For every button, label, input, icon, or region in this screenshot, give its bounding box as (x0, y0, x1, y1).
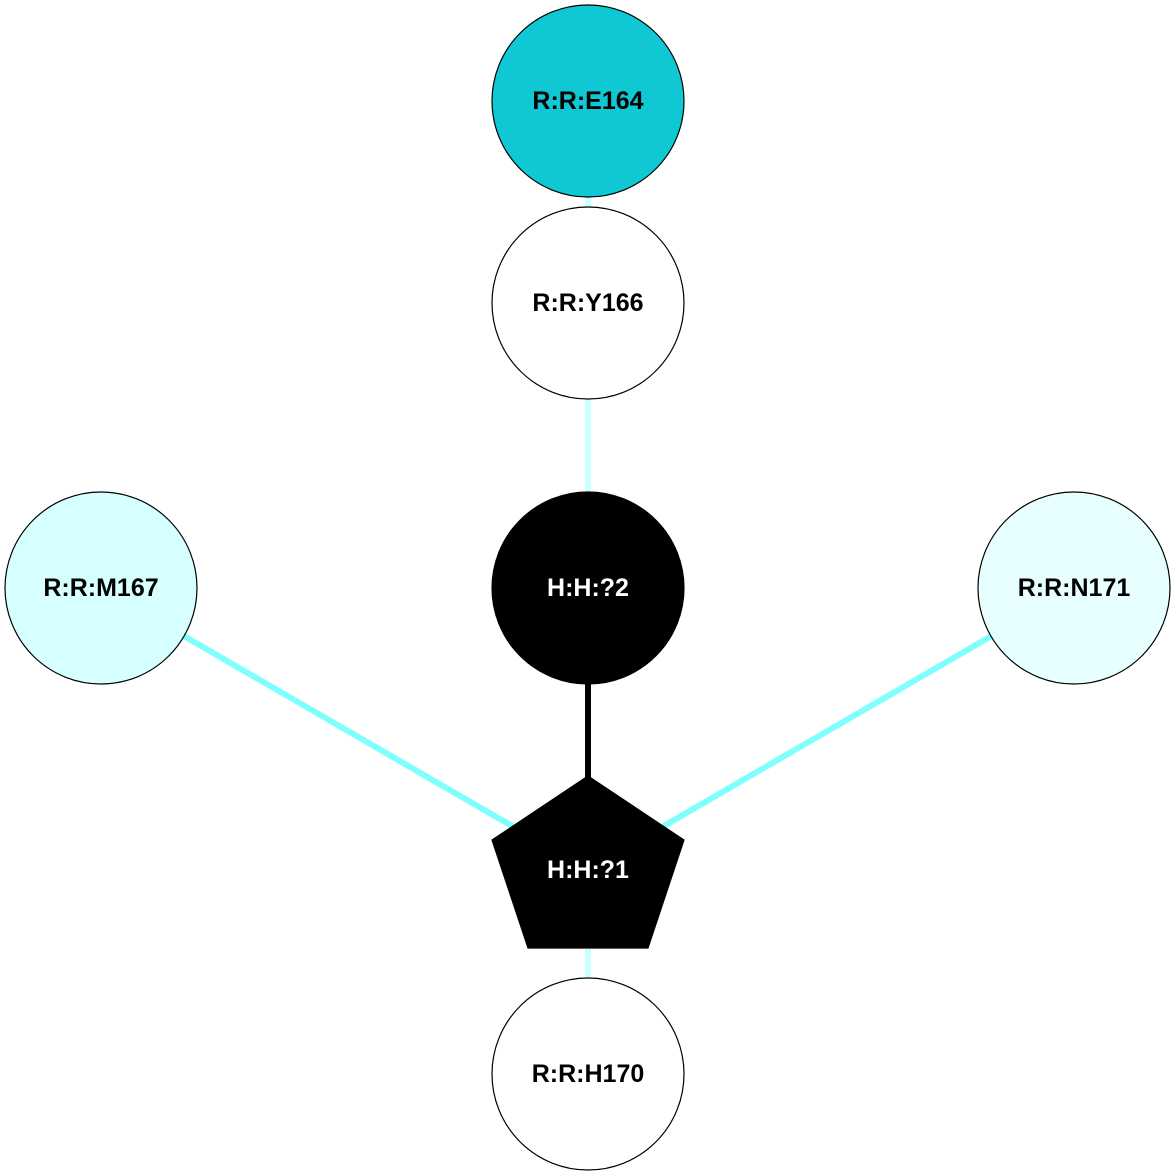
node-m167-shape (4, 491, 198, 685)
node-n171-label: R:R:N171 (1018, 574, 1131, 602)
node-m167-label: R:R:M167 (43, 574, 158, 602)
node-y166-shape (491, 206, 685, 400)
node-h2-label: H:H:?2 (547, 574, 629, 602)
node-h1-shape (491, 775, 685, 949)
node-e164-label: R:R:E164 (532, 87, 643, 115)
node-h2-shape (491, 491, 685, 685)
node-m167[interactable]: R:R:M167 (4, 491, 198, 685)
node-e164-shape (491, 4, 685, 198)
node-h2[interactable]: H:H:?2 (491, 491, 685, 685)
node-y166-label: R:R:Y166 (532, 289, 643, 317)
node-n171[interactable]: R:R:N171 (977, 491, 1171, 685)
node-h170[interactable]: R:R:H170 (491, 977, 685, 1171)
node-h170-shape (491, 977, 685, 1171)
node-h1[interactable]: H:H:?1 (491, 775, 685, 949)
node-h170-label: R:R:H170 (532, 1060, 645, 1088)
node-h1-label: H:H:?1 (547, 856, 629, 884)
node-e164[interactable]: R:R:E164 (491, 4, 685, 198)
node-y166[interactable]: R:R:Y166 (491, 206, 685, 400)
node-n171-shape (977, 491, 1171, 685)
